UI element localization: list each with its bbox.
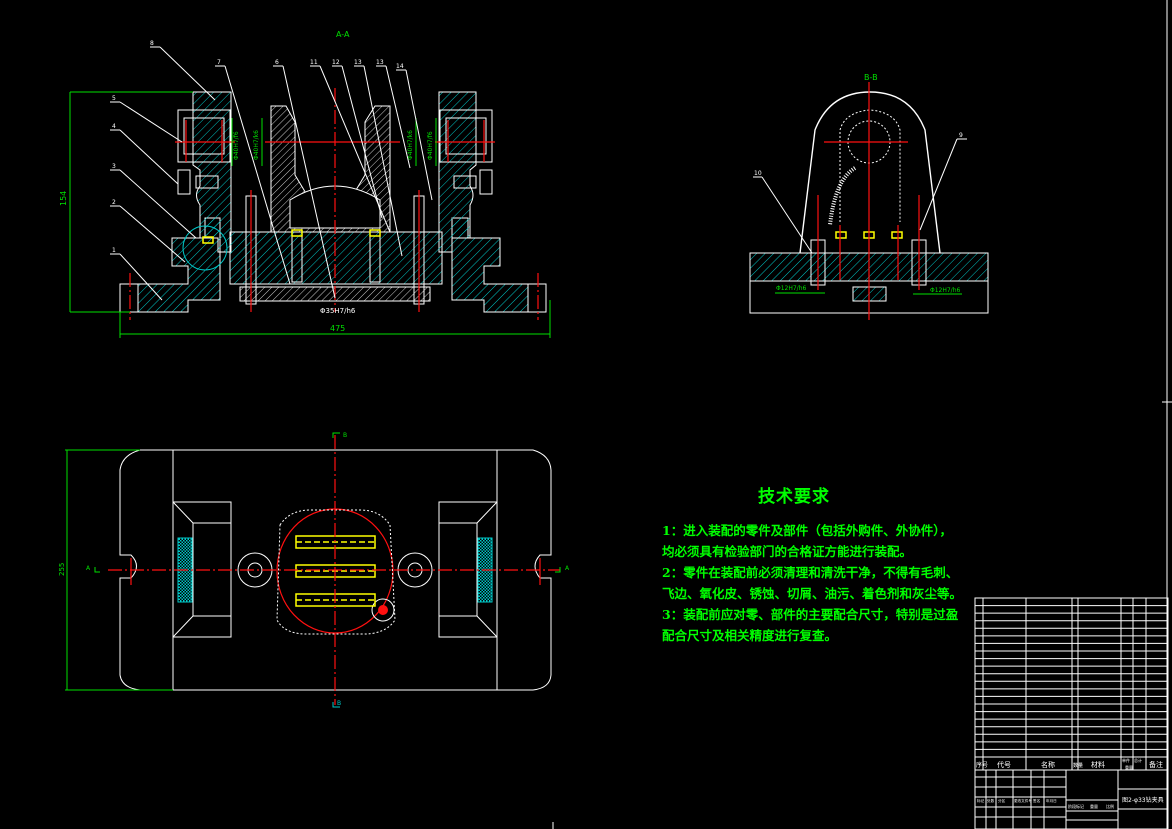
tech-requirements-title: 技术要求 — [758, 487, 830, 507]
bb-housing — [799, 91, 941, 254]
plan-dim-height-label: 255 — [58, 563, 66, 576]
center-plate — [229, 231, 443, 285]
balloon: 1 — [112, 247, 116, 254]
tb-label: 处数 — [987, 798, 995, 803]
balloon: 10 — [754, 170, 762, 177]
bom-header-total: 总计 — [1134, 757, 1142, 763]
pin-head-right — [369, 229, 381, 237]
tech-requirement-line: 2：零件在装配前必须清理和清洗干净，不得有毛刺、 — [662, 565, 959, 580]
bb-leader-left — [761, 176, 813, 254]
balloon: 11 — [310, 59, 318, 66]
plan-adjust-screw — [371, 598, 395, 622]
plan-left-chamfer-1 — [172, 501, 194, 524]
drawing-name: 图2-φ33钻夹具 — [1122, 796, 1164, 804]
fit-bottom-label: Φ35H7/h6 — [320, 307, 356, 315]
plan-right-chamfer-2 — [476, 615, 498, 638]
plan-view: B B A A 255 — [58, 432, 570, 708]
tb-label: 更改文件号 — [1014, 798, 1032, 803]
bb-fit-left: Φ12H7/h6 — [776, 285, 807, 292]
section-aa-title: A-A — [336, 30, 350, 39]
balloon: 4 — [112, 123, 116, 130]
balloon: 6 — [275, 59, 279, 66]
right-screw-head — [479, 169, 493, 195]
fit-left-outer: Φ40H7/f6 — [233, 131, 240, 160]
tb-label: 标记 — [977, 798, 985, 803]
bb-fit-right: Φ12H7/h6 — [930, 287, 961, 294]
tb-weight-label: 重量 — [1090, 803, 1098, 809]
tech-requirement-line: 3：装配前应对零、部件的主要配合尺寸，特别是过盈 — [662, 607, 959, 622]
balloon: 12 — [332, 59, 340, 66]
tb-stage-label: 阶段标记 — [1068, 803, 1084, 809]
balloon: 13 — [376, 59, 384, 66]
right-bushing — [445, 117, 487, 155]
section-bb-view: B-B Φ12H7/h6 Φ12H7/h6 10 9 — [749, 73, 989, 320]
section-mark-top-label: B — [343, 432, 347, 439]
bom-header-qty: 数量 — [1073, 762, 1083, 769]
plan-left-chamfer-2 — [172, 615, 194, 638]
dim-height-label: 154 — [59, 191, 68, 206]
left-screw-head — [177, 169, 191, 195]
screw-head-detail — [202, 236, 214, 244]
bom-table: 序号 代号 名称 数量 材料 单件 总计 重量 备注 图2-φ33钻夹具 阶段标… — [974, 597, 1169, 829]
left-column — [192, 91, 232, 253]
balloon: 5 — [112, 95, 116, 102]
section-mark-right — [555, 567, 561, 573]
plan-adjust-screw-center — [378, 605, 388, 615]
tech-requirement-line: 飞边、氧化皮、锈蚀、切屑、油污、着色剂和灰尘等。 — [662, 586, 963, 601]
detail-circle — [182, 225, 228, 271]
section-mark-left-label: A — [86, 565, 91, 572]
bom-header-name: 名称 — [1041, 760, 1055, 769]
plan-right-chamfer-1 — [476, 501, 498, 524]
right-bushing-block — [439, 109, 493, 163]
left-bushing — [183, 117, 225, 155]
balloon: 8 — [150, 40, 154, 47]
locating-pin-right — [369, 231, 381, 283]
bom-header-code: 代号 — [997, 760, 1011, 769]
fit-right-inner: Φ40H7/k6 — [407, 130, 414, 160]
fit-right-outer: Φ40H7/f6 — [427, 131, 434, 160]
bb-workpiece-outline — [839, 109, 901, 222]
balloon: 3 — [112, 163, 116, 170]
tb-label: 签名 — [1033, 798, 1041, 803]
bom-header-unit: 单件 — [1122, 757, 1130, 763]
bom-header-weight: 重量 — [1125, 764, 1133, 770]
section-mark-bottom-label: B — [337, 700, 341, 707]
section-bb-title: B-B — [864, 73, 878, 82]
left-bushing-block — [177, 109, 231, 163]
right-column — [438, 91, 477, 253]
bom-header-remark: 备注 — [1149, 760, 1163, 769]
tb-scale-label: 比例 — [1106, 803, 1114, 809]
locating-pin-left — [291, 231, 303, 283]
dim-width-label: 475 — [330, 324, 345, 333]
balloon: 7 — [217, 59, 221, 66]
balloon: 9 — [959, 132, 963, 139]
bb-rib — [828, 166, 857, 226]
balloon: 2 — [112, 199, 116, 206]
bb-screw-3 — [891, 231, 903, 239]
section-mark-top — [332, 432, 340, 438]
leader-lines — [110, 46, 433, 301]
plan-base-outline — [119, 449, 552, 691]
bom-header-index: 序号 — [976, 761, 988, 769]
base-left-end — [119, 283, 139, 313]
tb-label: 年月日 — [1046, 798, 1057, 803]
bb-leader-right — [919, 138, 958, 231]
bom-header-material: 材料 — [1091, 760, 1105, 769]
bb-screw-1 — [835, 231, 847, 239]
balloon: 13 — [354, 59, 362, 66]
section-aa-view: A-A — [59, 30, 551, 338]
section-mark-bottom — [332, 702, 340, 708]
pin-head-left — [291, 229, 303, 237]
section-mark-right-label: A — [565, 565, 570, 572]
tb-label: 分区 — [998, 798, 1006, 803]
right-screw — [453, 175, 477, 189]
base-right-end — [527, 283, 547, 313]
tech-requirement-line: 均必须具有检验部门的合格证方能进行装配。 — [662, 544, 913, 559]
left-screw — [195, 175, 219, 189]
section-mark-left — [94, 567, 100, 573]
fit-left-inner: Φ40H7/k6 — [253, 130, 260, 160]
tech-requirement-line: 1：进入装配的零件及部件（包括外购件、外协件）， — [662, 523, 952, 538]
balloon: 14 — [396, 63, 404, 70]
tech-requirement-line: 配合尺寸及相关精度进行复查。 — [662, 628, 838, 643]
